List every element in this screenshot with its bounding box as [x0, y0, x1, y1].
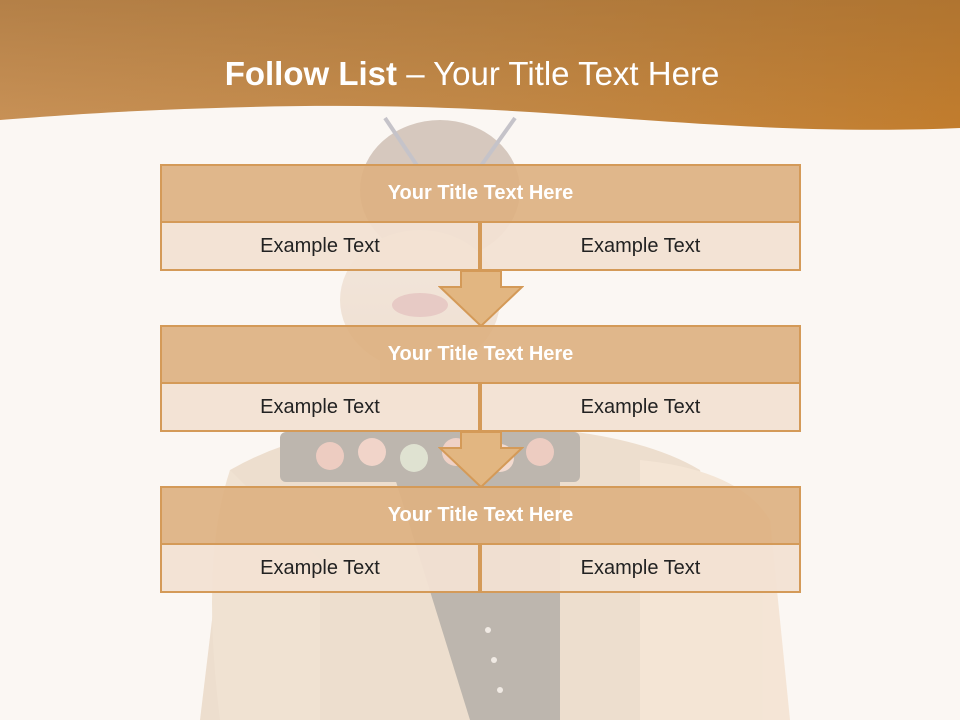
- block-title: Your Title Text Here: [160, 486, 801, 545]
- list-block-3: Your Title Text Here Example Text Exampl…: [160, 486, 801, 593]
- block-title: Your Title Text Here: [160, 164, 801, 223]
- block-cell-left: Example Text: [160, 221, 480, 271]
- slide-title-rest: Your Title Text Here: [433, 55, 720, 92]
- slide-title-bold: Follow List: [224, 55, 398, 92]
- block-cell-right: Example Text: [480, 543, 801, 593]
- block-cell-left: Example Text: [160, 543, 480, 593]
- list-block-2: Your Title Text Here Example Text Exampl…: [160, 325, 801, 432]
- slide-title: Follow List – Your Title Text Here: [0, 52, 944, 96]
- down-arrow-icon: [438, 431, 524, 489]
- block-title: Your Title Text Here: [160, 325, 801, 384]
- header-band: [0, 0, 960, 130]
- slide-title-separator: –: [406, 55, 425, 92]
- block-cell-left: Example Text: [160, 382, 480, 432]
- block-cell-right: Example Text: [480, 382, 801, 432]
- list-block-1: Your Title Text Here Example Text Exampl…: [160, 164, 801, 271]
- down-arrow-icon: [438, 270, 524, 328]
- block-cell-right: Example Text: [480, 221, 801, 271]
